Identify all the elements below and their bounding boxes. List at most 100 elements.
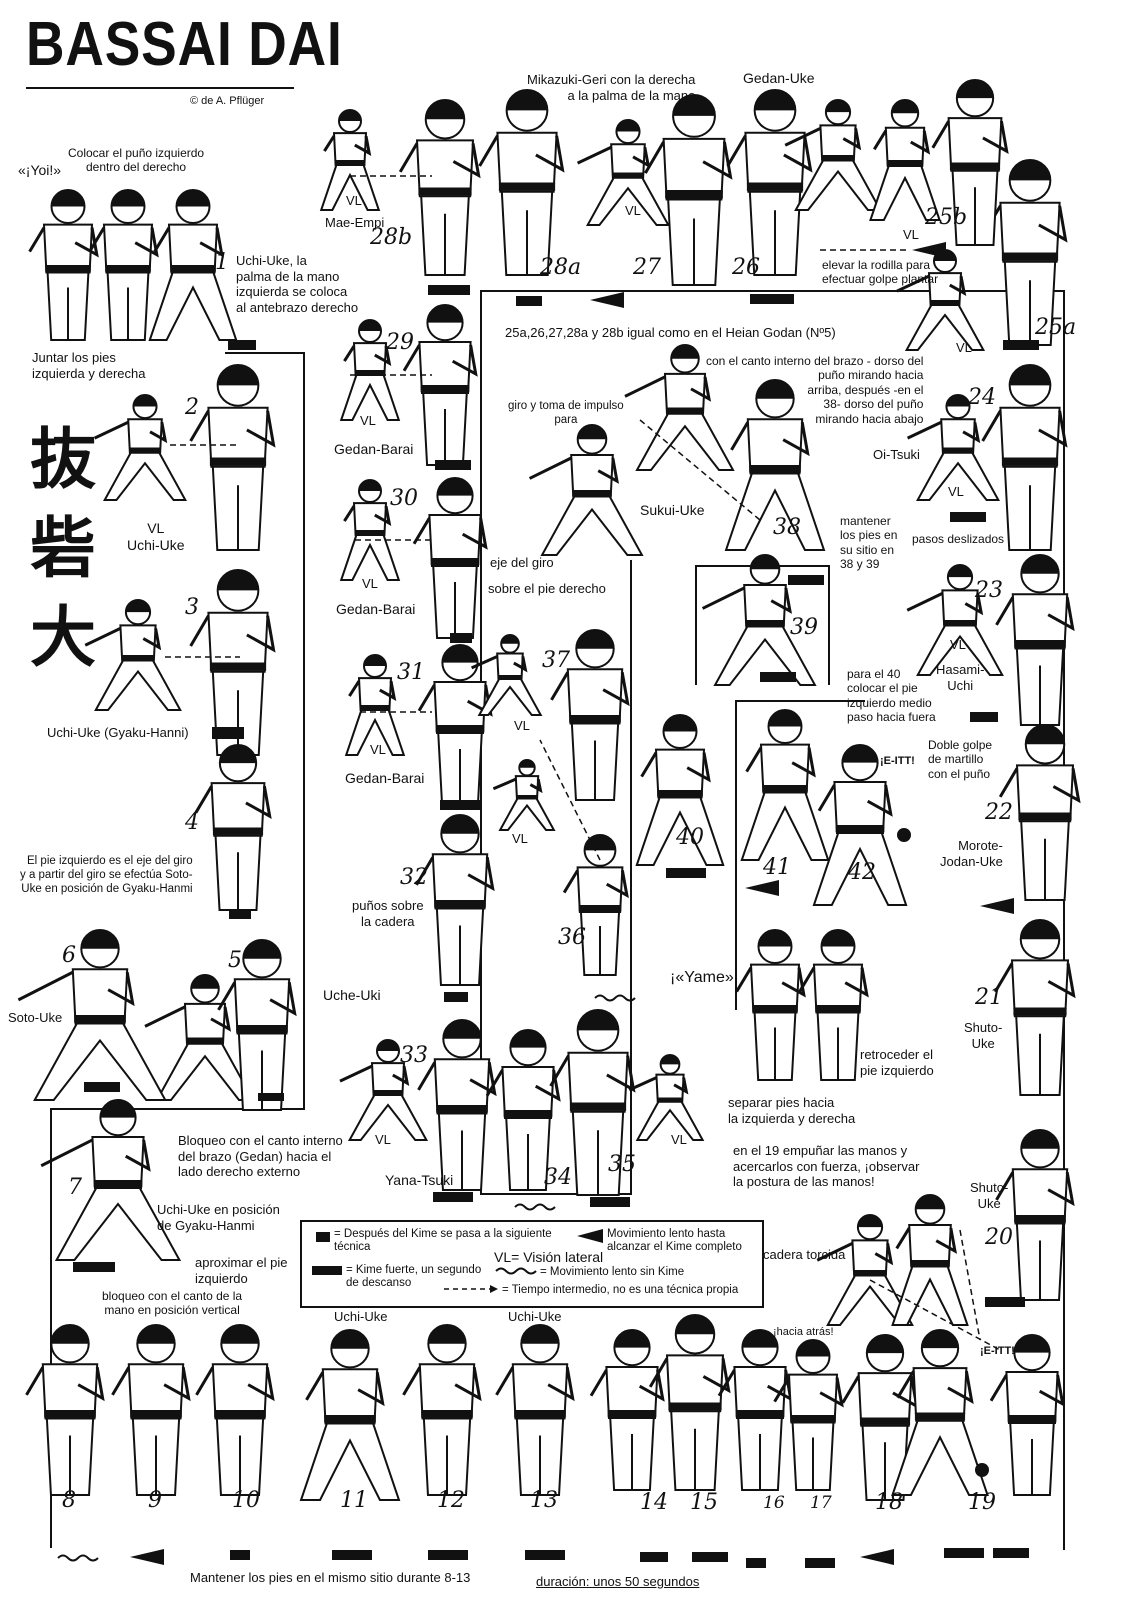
karateka-figure bbox=[891, 1329, 989, 1496]
kime-bar bbox=[73, 1262, 115, 1272]
karateka-figure bbox=[635, 714, 725, 866]
kime-bar bbox=[229, 909, 251, 919]
label-bloqueo-canto: Bloqueo con el canto interno del brazo (… bbox=[178, 1133, 343, 1180]
wave-icon bbox=[57, 1554, 99, 1562]
legend-item: = Movimiento lento sin Kime bbox=[540, 1266, 685, 1278]
label-bloqueo-mano: bloqueo con el canto de la mano en posic… bbox=[102, 1289, 243, 1318]
kime-bar bbox=[332, 1550, 372, 1560]
step-number: 25a bbox=[1035, 315, 1077, 340]
kime-bar bbox=[985, 1297, 1025, 1307]
kime-bar bbox=[640, 1552, 668, 1562]
slow-arrow-icon bbox=[860, 1549, 894, 1565]
path-line bbox=[50, 1108, 305, 1110]
legend-item: = Después del Kime se pasa a la siguient… bbox=[334, 1228, 552, 1254]
step-number: 8 bbox=[62, 1488, 76, 1513]
label-gedan-uke: Gedan-Uke bbox=[743, 70, 815, 86]
step-number: 21 bbox=[975, 985, 1003, 1010]
karateka-figure bbox=[402, 1324, 482, 1496]
wave-icon bbox=[514, 1203, 556, 1211]
step-number: 19 bbox=[968, 1490, 996, 1515]
step-number: 35 bbox=[608, 1152, 636, 1177]
karateka-figure bbox=[17, 929, 167, 1101]
kime-bar bbox=[666, 868, 706, 878]
legend-item: = Tiempo intermedio, no es una técnica p… bbox=[502, 1284, 739, 1296]
karateka-figure bbox=[344, 654, 406, 756]
karateka-figure bbox=[28, 189, 99, 341]
kime-bar bbox=[440, 800, 480, 810]
label-juntar-pies: Juntar los pies izquierda y derecha bbox=[32, 350, 146, 381]
path-line bbox=[50, 1108, 52, 1548]
karateka-figure bbox=[989, 1334, 1065, 1496]
label-soto-uke: Soto-Uke bbox=[8, 1010, 63, 1025]
path-line bbox=[735, 700, 865, 702]
label-vl: VL bbox=[514, 718, 530, 733]
legend-kime-icon bbox=[316, 1232, 330, 1242]
karateka-figure bbox=[339, 479, 401, 581]
connector-line bbox=[639, 419, 761, 521]
kime-bar bbox=[428, 1550, 468, 1560]
footer-duracion: duración: unos 50 segundos bbox=[536, 1574, 700, 1589]
kime-bar bbox=[970, 712, 998, 722]
kime-bar bbox=[212, 727, 244, 739]
kime-bar bbox=[590, 1197, 630, 1207]
karateka-figure bbox=[417, 1018, 497, 1191]
karateka-figure bbox=[550, 629, 630, 801]
karateka-figure bbox=[93, 394, 188, 501]
label-sobre-pie: sobre el pie derecho bbox=[488, 581, 606, 596]
karateka-figure bbox=[891, 1194, 969, 1326]
label-e-itt: ¡E-ITT! bbox=[880, 755, 915, 767]
karateka-figure bbox=[906, 564, 1004, 676]
karateka-figure bbox=[644, 94, 733, 286]
karateka-figure bbox=[339, 1039, 429, 1141]
slow-arrow-icon bbox=[745, 880, 779, 896]
step-number: 23 bbox=[975, 578, 1003, 603]
label-vl-uchi-uke: VL Uchi-Uke bbox=[127, 520, 185, 553]
karateka-figure bbox=[84, 599, 182, 711]
page-title: BASSAI DAI bbox=[26, 10, 343, 79]
step-number: 40 bbox=[676, 825, 704, 850]
slow-arrow-icon bbox=[130, 1549, 164, 1565]
karateka-figure bbox=[412, 477, 488, 639]
label-vl: VL bbox=[346, 193, 362, 208]
label-yana-tsuki: Yana-Tsuki bbox=[385, 1172, 454, 1188]
karateka-figure bbox=[981, 364, 1068, 551]
karateka-figure bbox=[798, 929, 869, 1081]
path-line bbox=[480, 290, 1065, 292]
slow-arrow-icon bbox=[577, 1229, 603, 1243]
karateka-figure bbox=[931, 79, 1009, 246]
label-igual-heian: 25a,26,27,28a y 28b igual como en el Hei… bbox=[505, 325, 836, 340]
karateka-figure bbox=[648, 1314, 731, 1491]
step-number: 42 bbox=[848, 860, 876, 885]
karateka-figure bbox=[40, 1099, 182, 1261]
step-number: 25b bbox=[925, 205, 968, 230]
label-elevar-rodilla: elevar la rodilla para efectuar golpe pl… bbox=[822, 258, 939, 287]
impact-dot bbox=[897, 828, 911, 842]
path-line bbox=[1063, 290, 1065, 1550]
karateka-figure bbox=[189, 364, 276, 551]
step-number: 2 bbox=[185, 395, 199, 420]
label-yame: ¡«Yame»! bbox=[670, 969, 739, 986]
kime-bar bbox=[444, 992, 468, 1002]
label-vl: VL bbox=[370, 742, 386, 757]
kime-bar bbox=[760, 672, 796, 682]
label-vl: VL bbox=[948, 484, 964, 499]
kime-bar bbox=[230, 1550, 250, 1560]
label-uchi-uke: Uchi-Uke bbox=[334, 1309, 388, 1324]
label-canto-interno: con el canto interno del brazo - dorso d… bbox=[706, 354, 924, 426]
kime-bar bbox=[944, 1548, 984, 1558]
label-aproximar-pie: aproximar el pie izquierdo bbox=[195, 1255, 288, 1286]
karateka-figure bbox=[415, 814, 495, 986]
step-number: 37 bbox=[542, 648, 570, 673]
wave-icon bbox=[594, 994, 636, 1002]
label-vl: VL bbox=[956, 340, 972, 355]
label-giro-impulso: giro y toma de impulso para bbox=[508, 400, 624, 426]
label-uchi-uke-palma: Uchi-Uke, la palma de la mano izquierda … bbox=[236, 253, 359, 315]
step-number: 11 bbox=[340, 1488, 368, 1513]
karateka-figure bbox=[217, 939, 297, 1111]
legend-item: VL= Visión lateral bbox=[494, 1249, 604, 1265]
legend-box: = Después del Kime se pasa a la siguient… bbox=[300, 1220, 764, 1308]
slow-arrow-icon bbox=[980, 898, 1014, 914]
karateka-figure bbox=[906, 394, 1001, 501]
